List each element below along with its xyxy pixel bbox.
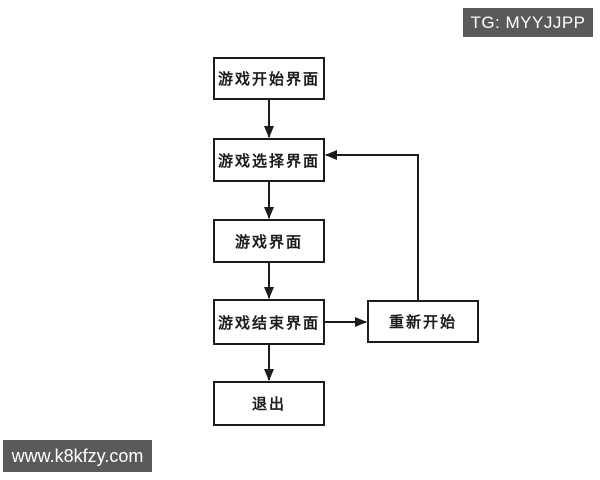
flow-node-game-end-screen: 游戏结束界面 <box>213 299 325 345</box>
flow-node-game-screen: 游戏界面 <box>213 219 325 263</box>
flow-node-label: 游戏结束界面 <box>217 313 320 332</box>
flow-node-label: 重新开始 <box>388 313 457 331</box>
flow-node-label: 游戏选择界面 <box>217 151 320 170</box>
flow-node-exit: 退出 <box>213 381 325 426</box>
watermark-telegram-badge: TG: MYYJJPP <box>463 8 593 37</box>
flow-node-label: 游戏界面 <box>234 232 303 251</box>
flow-node-label: 游戏开始界面 <box>217 70 320 88</box>
flow-node-game-select-screen: 游戏选择界面 <box>213 138 325 182</box>
flow-node-restart: 重新开始 <box>367 300 479 343</box>
watermark-telegram-text: TG: MYYJJPP <box>470 12 586 32</box>
watermark-website-badge: www.k8kfzy.com <box>3 440 152 472</box>
flow-node-label: 退出 <box>251 395 286 413</box>
edge-restart-select <box>325 150 419 300</box>
flow-node-game-start-screen: 游戏开始界面 <box>213 57 325 100</box>
watermark-website-text: www.k8kfzy.com <box>11 445 144 466</box>
